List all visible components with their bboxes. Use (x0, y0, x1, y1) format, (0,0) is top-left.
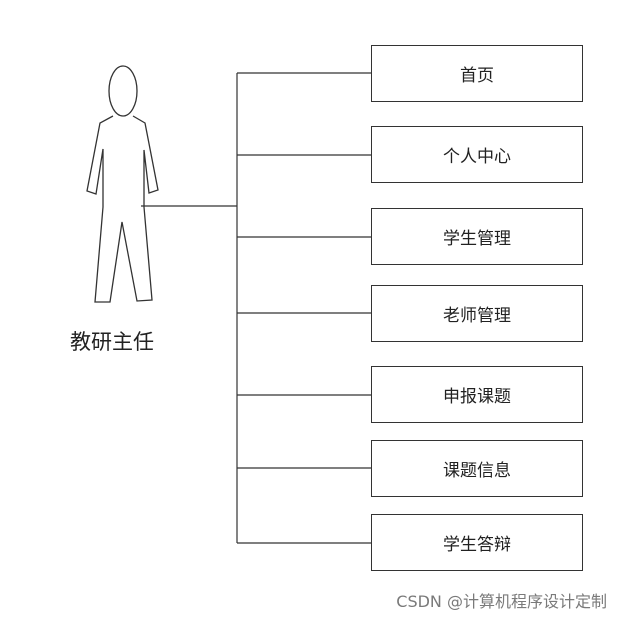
module-label: 学生管理 (443, 229, 511, 249)
module-box-home: 首页 (371, 45, 583, 102)
watermark-text: CSDN @计算机程序设计定制 (396, 592, 607, 611)
connector-lines (141, 72, 371, 544)
module-box-personal-center: 个人中心 (371, 126, 583, 183)
module-label: 学生答辩 (443, 535, 511, 555)
stick-figure-actor-icon (86, 65, 159, 303)
module-label: 老师管理 (443, 306, 511, 326)
module-box-teacher-management: 老师管理 (371, 285, 583, 342)
module-box-student-defense: 学生答辩 (371, 514, 583, 571)
actor-label: 教研主任 (70, 330, 154, 354)
module-box-topic-info: 课题信息 (371, 440, 583, 497)
module-label: 首页 (460, 66, 494, 86)
module-label: 课题信息 (443, 461, 511, 481)
module-box-student-management: 学生管理 (371, 208, 583, 265)
module-label: 个人中心 (443, 147, 511, 167)
module-label: 申报课题 (443, 387, 511, 407)
actor-body (86, 115, 159, 303)
actor-head (108, 65, 138, 117)
module-box-apply-topic: 申报课题 (371, 366, 583, 423)
